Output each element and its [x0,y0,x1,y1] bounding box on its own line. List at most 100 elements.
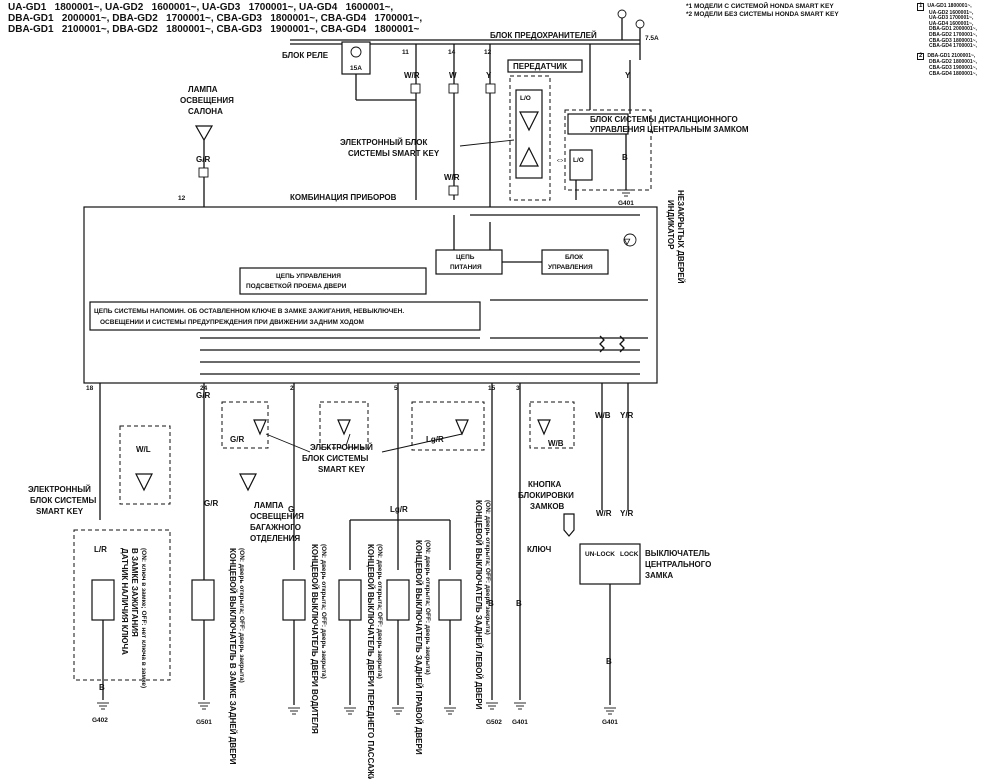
wire-yr-label: Y/R [620,411,634,420]
wire-b-label: B [622,153,628,162]
footnote-2: *2 МОДЕЛИ БЕЗ СИСТЕМЫ HONDA SMART KEY [686,11,839,18]
indicator-line-1: ИНДИКАТОР [666,200,675,250]
connector-label: 24 [200,385,208,392]
key-sensor-line-2: В ЗАМКЕ ЗАЖИГАНИЯ [130,548,139,637]
lock-button-line-1: КНОПКА [528,480,562,489]
transmitter-label: ПЕРЕДАТЧИК [513,62,567,71]
fuse-15a-label: 15A [350,65,362,72]
wire-wr-label: W/R [444,173,460,182]
ground-label: G501 [196,719,212,726]
trunk-lamp-line-1: ЛАМПА [254,501,284,510]
wire-gr-label: G/R [196,391,210,400]
wire-y-label: Y [486,71,492,80]
unlock-label: UN-LOCK [585,551,615,558]
footnotes: *1 МОДЕЛИ С СИСТЕМОЙ HONDA SMART KEY *2 … [686,3,839,19]
smart-key-unit2-line-3: SMART KEY [318,465,366,474]
lo-label-2: L/O [573,157,584,164]
wire-wr-label: W/R [404,71,420,80]
trunk-lamp-line-4: ОТДЕЛЕНИЯ [250,534,300,543]
driver-line-2: (ON: дверь открыта; OFF: дверь закрыта) [320,544,327,679]
power-circuit-line-2: ПИТАНИЯ [450,264,482,271]
remote-lock-unit: L/O БЛОК СИСТЕМЫ ДИСТАНЦИОННОГО УПРАВЛЕН… [564,44,749,207]
ground-icon [604,707,616,715]
smart-key-unit-line-1: ЭЛЕКТРОННЫЙ БЛОК [340,138,428,147]
remote-unit-line-1: БЛОК СИСТЕМЫ ДИСТАНЦИОННОГО [590,115,738,124]
trunk-lamp-line-2: ОСВЕЩЕНИЯ [250,512,304,521]
door-light-line-2: ПОДСВЕТКОЙ ПРОЕМА ДВЕРИ [246,281,347,290]
wire-lgr-label: Lg/R [390,505,408,514]
control-unit-line-2: УПРАВЛЕНИЯ [548,264,593,271]
ground-icon [97,702,109,710]
ground-label: G401 [602,719,618,726]
central-lock: КНОПКА БЛОКИРОВКИ ЗАМКОВ КЛЮЧ UN-LOCK LO… [518,480,711,726]
wire-wl-label: W/L [136,445,151,454]
wire-wb-label: W/B [548,439,564,448]
model-line-1: UA-GD1 1800001~, UA-GD2 1600001~, UA-GD3… [8,2,394,13]
connector-label: 12 [178,195,186,202]
connector-label: 3 [516,385,520,392]
wire-gr-label: G/R [230,435,244,444]
reminder-line-2: ОСВЕЩЕНИИ И СИСТЕМЫ ПРЕДУПРЕЖДЕНИЯ ПРИ Д… [100,319,364,326]
wire-yr-label: Y/R [620,509,634,518]
ground-label: G401 [618,200,634,207]
rear-right-line-1: КОНЦЕВОЙ ВЫКЛЮЧАТЕЛЬ ЗАДНЕЙ ПРАВОЙ ДВЕРИ [414,540,423,755]
smart-key-unit3-line-2: БЛОК СИСТЕМЫ [30,496,96,505]
legend-item: CBA-GD4 1700001~, [929,43,977,50]
smart-key-unit2-line-2: БЛОК СИСТЕМЫ [302,454,368,463]
legend-item: UA-GD4 1600001~, [929,20,974,27]
smart-key-unit2-line-1: ЭЛЕКТРОННЫЙ [310,443,373,452]
legend-item: UA-GD1 1800001~, [927,3,972,9]
key-sensor-block: W/L ЭЛЕКТРОННЫЙ БЛОК СИСТЕМЫ SMART KEY L… [28,425,171,724]
legend-item: CBA-GD3 1900001~, [929,64,977,71]
connector-label: 14 [448,49,456,56]
connector-label: 12 [484,49,492,56]
remote-unit-line-2: УПРАВЛЕНИЯ ЦЕНТРАЛЬНЫМ ЗАМКОМ [590,125,749,134]
lamp-icon [194,125,214,142]
wire-lr-label: L/R [94,545,107,554]
double-arrow-icon: ⇔ [555,155,565,166]
legend-item: UA-GD3 1700001~, [929,15,974,22]
lock-label: LOCK [620,551,639,558]
wire-gr-label: G/R [196,155,210,164]
wire-b-label: B [606,657,612,666]
cluster-label: КОМБИНАЦИЯ ПРИБОРОВ [290,193,397,202]
wire-lgr-label: Lg/R [426,435,444,444]
feed-wires: W/R W Y W/R [404,44,496,220]
central-switch-line-2: ЦЕНТРАЛЬНОГО [645,560,711,569]
cab-lamp-line-2: ОСВЕЩЕНИЯ [180,96,234,105]
model-header: UA-GD1 1800001~, UA-GD2 1600001~, UA-GD3… [8,2,422,35]
ground-icon [444,707,456,715]
wire-w-label: W [449,71,457,80]
connector-label: 2 [290,385,294,392]
footnote-1: *1 МОДЕЛИ С СИСТЕМОЙ HONDA SMART KEY [686,3,834,10]
model-line-3: DBA-GD1 2100001~, DBA-GD2 1800001~, CBA-… [8,24,420,35]
connector-label: 18 [86,385,94,392]
wire-y-label: Y [625,71,631,80]
ground-icon [344,707,356,715]
connector-label: 11 [402,49,409,56]
fuse-7-5a-label: 7.5A [645,35,659,42]
trunk-lamp: G/R ЛАМПА ОСВЕЩЕНИЯ БАГАЖНОГО ОТДЕЛЕНИЯ … [191,430,304,765]
ground-icon [514,702,526,710]
cab-lamp-line-1: ЛАМПА [188,85,218,94]
fuse-block-label: БЛОК ПРЕДОХРАНИТЕЛЕЙ [490,31,597,40]
ground-icons [97,702,616,715]
ground-label: G502 [486,719,502,726]
top-bus: 7.5A БЛОК ПРЕДОХРАНИТЕЛЕЙ [290,9,659,60]
key-sensor-line-3: (ON: ключ в замке; OFF: нет ключа в замк… [140,548,147,688]
ground-icon [392,707,404,715]
power-circuit-line-1: ЦЕПЬ [456,254,475,261]
trunk-lamp-line-3: БАГАЖНОГО [250,523,301,532]
passenger-line-1: КОНЦЕВОЙ ВЫКЛЮЧАТЕЛЬ ДВЕРИ ПЕРЕДНЕГО ПАС… [366,544,375,779]
wire-wr-label: W/R [596,509,612,518]
driver-line-1: КОНЦЕВОЙ ВЫКЛЮЧАТЕЛЬ ДВЕРИ ВОДИТЕЛЯ [310,544,319,734]
lo-label: L/O [520,95,531,102]
cab-lamp-line-3: САЛОНА [188,107,223,116]
ground-icon [288,707,300,715]
wire-gr-label: G/R [204,499,218,508]
key-sensor-line-1: ДАТЧИК НАЛИЧИЯ КЛЮЧА [120,548,129,655]
connector-labels: 11 14 12 12 18 24 2 5 15 3 [86,49,520,392]
cab-lamp: ЛАМПА ОСВЕЩЕНИЯ САЛОНА G/R [180,85,234,210]
